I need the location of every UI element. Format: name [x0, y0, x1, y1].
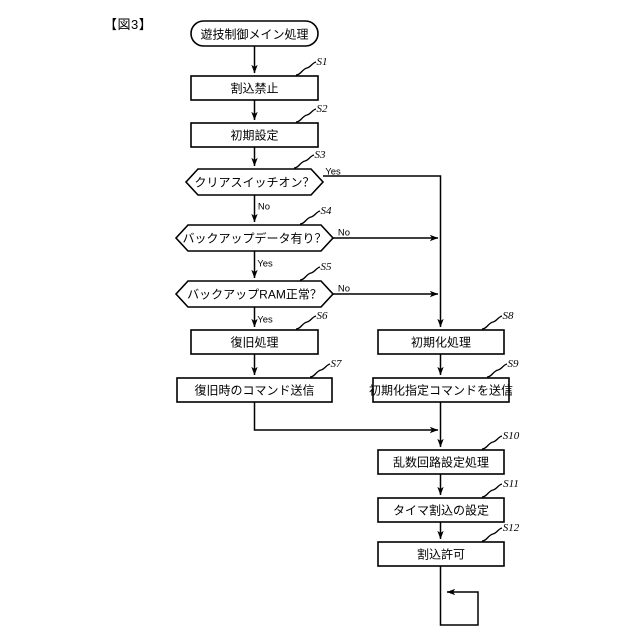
- branch-label-s5-no: No: [337, 283, 351, 295]
- branch-label-s4-no: No: [337, 227, 351, 239]
- figure-label: 【図3】: [104, 17, 153, 32]
- branch-label-s3-yes: Yes: [325, 166, 341, 178]
- step-label-s1: S1: [316, 56, 328, 68]
- node-s6-label: 復旧処理: [230, 335, 279, 350]
- edge-s7-to-spine: [253, 402, 439, 434]
- step-label-s11: S11: [503, 478, 519, 490]
- step-label-s12: S12: [502, 522, 520, 534]
- node-s7-label: 復旧時のコマンド送信: [194, 383, 315, 398]
- node-start-label: 遊技制御メイン処理: [200, 27, 309, 42]
- node-s7-shape: [176, 377, 333, 403]
- step-label-s4: S4: [320, 205, 332, 217]
- node-s10-label: 乱数回路設定処理: [392, 455, 490, 470]
- node-s10-shape: [377, 449, 505, 475]
- node-s9-label: 初期化指定コマンドを送信: [368, 383, 514, 398]
- edge-s12-loop-back: [439, 566, 479, 626]
- step-label-s10: S10: [502, 430, 520, 442]
- step-label-s5: S5: [320, 261, 332, 273]
- node-s5-label: バックアップRAM正常？: [187, 287, 322, 302]
- step-label-s3: S3: [314, 149, 326, 161]
- node-s11-label: タイマ割込の設定: [392, 503, 490, 518]
- node-s1-label: 割込禁止: [230, 81, 279, 96]
- node-s1-shape: [190, 75, 319, 101]
- node-s12-label: 割込許可: [416, 547, 466, 562]
- branch-label-s4-yes: Yes: [257, 258, 273, 270]
- branch-label-s5-yes: Yes: [257, 314, 273, 326]
- node-s6-shape: [190, 329, 319, 355]
- step-label-s2: S2: [316, 103, 328, 115]
- node-s12-shape: [377, 541, 505, 567]
- node-s2-shape: [190, 122, 319, 148]
- node-s8-shape: [377, 329, 505, 355]
- node-s3-shape: [184, 168, 325, 196]
- step-leader-lines: [293, 61, 508, 542]
- branch-label-s3-no: No: [257, 201, 271, 213]
- step-label-s7: S7: [330, 358, 342, 370]
- node-s8-label: 初期化処理: [410, 335, 472, 350]
- step-label-s6: S6: [316, 310, 328, 322]
- step-label-s8: S8: [502, 310, 514, 322]
- node-s3-label: クリアスイッチオン？: [194, 175, 315, 190]
- step-label-s9: S9: [507, 358, 519, 370]
- node-s11-shape: [377, 497, 505, 523]
- edge-s3-yes-to-spine: [323, 175, 444, 328]
- node-s2-label: 初期設定: [230, 128, 279, 143]
- node-s9-shape: [372, 377, 510, 403]
- node-s4-label: バックアップデータ有り？: [182, 231, 327, 246]
